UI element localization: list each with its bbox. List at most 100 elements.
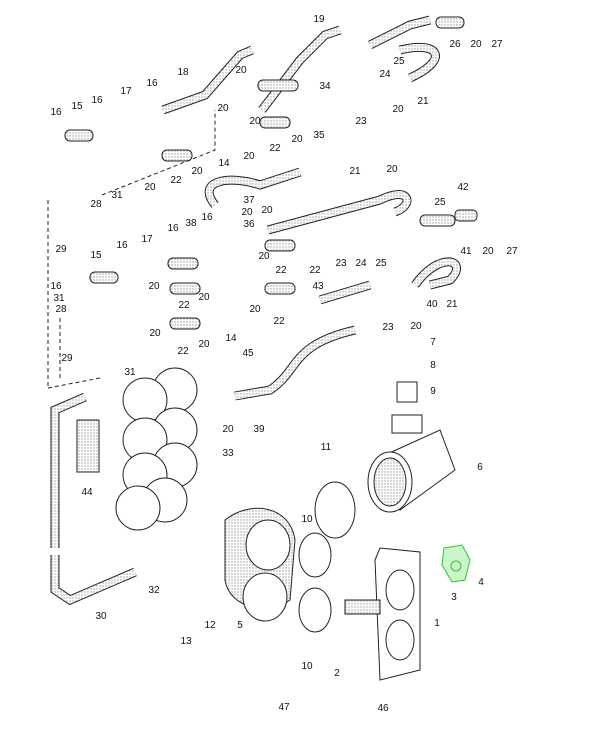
part-callout-16[interactable]: 16: [116, 240, 128, 251]
part-callout-31[interactable]: 31: [111, 190, 123, 201]
part-callout-21[interactable]: 21: [417, 96, 429, 107]
part-callout-14[interactable]: 14: [218, 158, 230, 169]
part-callout-20[interactable]: 20: [222, 424, 234, 435]
part-callout-29[interactable]: 29: [61, 353, 73, 364]
part-callout-31[interactable]: 31: [53, 293, 65, 304]
part-callout-3[interactable]: 3: [451, 592, 457, 603]
part-callout-22[interactable]: 22: [269, 143, 281, 154]
part-callout-2[interactable]: 2: [334, 668, 340, 679]
part-callout-20[interactable]: 20: [410, 321, 422, 332]
part-callout-20[interactable]: 20: [148, 281, 160, 292]
part-callout-35[interactable]: 35: [313, 130, 325, 141]
part-callout-12[interactable]: 12: [204, 620, 216, 631]
resonator-33: [115, 367, 198, 531]
part-callout-39[interactable]: 39: [253, 424, 265, 435]
part-callout-22[interactable]: 22: [177, 346, 189, 357]
part-callout-4[interactable]: 4: [478, 577, 484, 588]
part-callout-16[interactable]: 16: [50, 281, 62, 292]
part-callout-20[interactable]: 20: [198, 339, 210, 350]
part-callout-22[interactable]: 22: [275, 265, 287, 276]
part-callout-46[interactable]: 46: [377, 703, 389, 714]
clamp-10-upper: [298, 532, 332, 578]
part-callout-41[interactable]: 41: [460, 246, 472, 257]
part-callout-25[interactable]: 25: [393, 56, 405, 67]
part-callout-14[interactable]: 14: [225, 333, 237, 344]
part-callout-42[interactable]: 42: [457, 182, 469, 193]
part-callout-16[interactable]: 16: [167, 223, 179, 234]
part-callout-21[interactable]: 21: [349, 166, 361, 177]
part-callout-28[interactable]: 28: [55, 304, 67, 315]
part-callout-16[interactable]: 16: [146, 78, 158, 89]
part-callout-20[interactable]: 20: [482, 246, 494, 257]
throttle-body-1: [344, 547, 421, 681]
part-callout-22[interactable]: 22: [273, 316, 285, 327]
part-callout-25[interactable]: 25: [434, 197, 446, 208]
part-callout-10[interactable]: 10: [301, 661, 313, 672]
part-callout-20[interactable]: 20: [291, 134, 303, 145]
part-callout-20[interactable]: 20: [249, 304, 261, 315]
part-callout-43[interactable]: 43: [312, 281, 324, 292]
part-callout-20[interactable]: 20: [261, 205, 273, 216]
part-callout-10[interactable]: 10: [301, 514, 313, 525]
part-callout-13[interactable]: 13: [180, 636, 192, 647]
part-callout-44[interactable]: 44: [81, 487, 93, 498]
part-callout-22[interactable]: 22: [309, 265, 321, 276]
part-callout-20[interactable]: 20: [235, 65, 247, 76]
part-callout-20[interactable]: 20: [258, 251, 270, 262]
part-callout-47[interactable]: 47: [278, 702, 290, 713]
part-callout-20[interactable]: 20: [392, 104, 404, 115]
part-callout-24[interactable]: 24: [355, 258, 367, 269]
part-callout-20[interactable]: 20: [149, 328, 161, 339]
part-callout-17[interactable]: 17: [141, 234, 153, 245]
part-callout-24[interactable]: 24: [379, 69, 391, 80]
part-callout-5[interactable]: 5: [237, 620, 243, 631]
part-callout-40[interactable]: 40: [426, 299, 438, 310]
part-callout-23[interactable]: 23: [355, 116, 367, 127]
part-callout-22[interactable]: 22: [170, 175, 182, 186]
part-callout-16[interactable]: 16: [50, 107, 62, 118]
part-callout-30[interactable]: 30: [95, 611, 107, 622]
part-callout-6[interactable]: 6: [477, 462, 483, 473]
part-callout-23[interactable]: 23: [382, 322, 394, 333]
part-callout-37[interactable]: 37: [243, 195, 255, 206]
part-callout-20[interactable]: 20: [241, 207, 253, 218]
part-callout-20[interactable]: 20: [243, 151, 255, 162]
part-callout-20[interactable]: 20: [191, 166, 203, 177]
part-callout-25[interactable]: 25: [375, 258, 387, 269]
part-callout-27[interactable]: 27: [491, 39, 503, 50]
part-callout-32[interactable]: 32: [148, 585, 160, 596]
part-callout-16[interactable]: 16: [201, 212, 213, 223]
part-callout-23[interactable]: 23: [335, 258, 347, 269]
part-callout-36[interactable]: 36: [243, 219, 255, 230]
part-callout-15[interactable]: 15: [71, 101, 83, 112]
part-callout-16[interactable]: 16: [91, 95, 103, 106]
part-callout-7[interactable]: 7: [430, 337, 436, 348]
part-callout-20[interactable]: 20: [198, 292, 210, 303]
part-callout-38[interactable]: 38: [185, 218, 197, 229]
clamp-11: [314, 481, 356, 539]
part-callout-9[interactable]: 9: [430, 386, 436, 397]
part-callout-31[interactable]: 31: [124, 367, 136, 378]
part-callout-20[interactable]: 20: [144, 182, 156, 193]
part-callout-8[interactable]: 8: [430, 360, 436, 371]
part-callout-34[interactable]: 34: [319, 81, 331, 92]
part-callout-27[interactable]: 27: [506, 246, 518, 257]
part-callout-15[interactable]: 15: [90, 250, 102, 261]
part-callout-20[interactable]: 20: [249, 116, 261, 127]
part-callout-20[interactable]: 20: [386, 164, 398, 175]
part-callout-19[interactable]: 19: [313, 14, 325, 25]
part-callout-45[interactable]: 45: [242, 348, 254, 359]
part-callout-18[interactable]: 18: [177, 67, 189, 78]
part-callout-20[interactable]: 20: [470, 39, 482, 50]
part-callout-28[interactable]: 28: [90, 199, 102, 210]
part-callout-29[interactable]: 29: [55, 244, 67, 255]
part-callout-20[interactable]: 20: [217, 103, 229, 114]
part-callout-21[interactable]: 21: [446, 299, 458, 310]
part-callout-26[interactable]: 26: [449, 39, 461, 50]
part-callout-22[interactable]: 22: [178, 300, 190, 311]
part-callout-17[interactable]: 17: [120, 86, 132, 97]
part-callout-11[interactable]: 11: [320, 442, 332, 453]
part-callout-1[interactable]: 1: [434, 618, 440, 629]
part-callout-33[interactable]: 33: [222, 448, 234, 459]
